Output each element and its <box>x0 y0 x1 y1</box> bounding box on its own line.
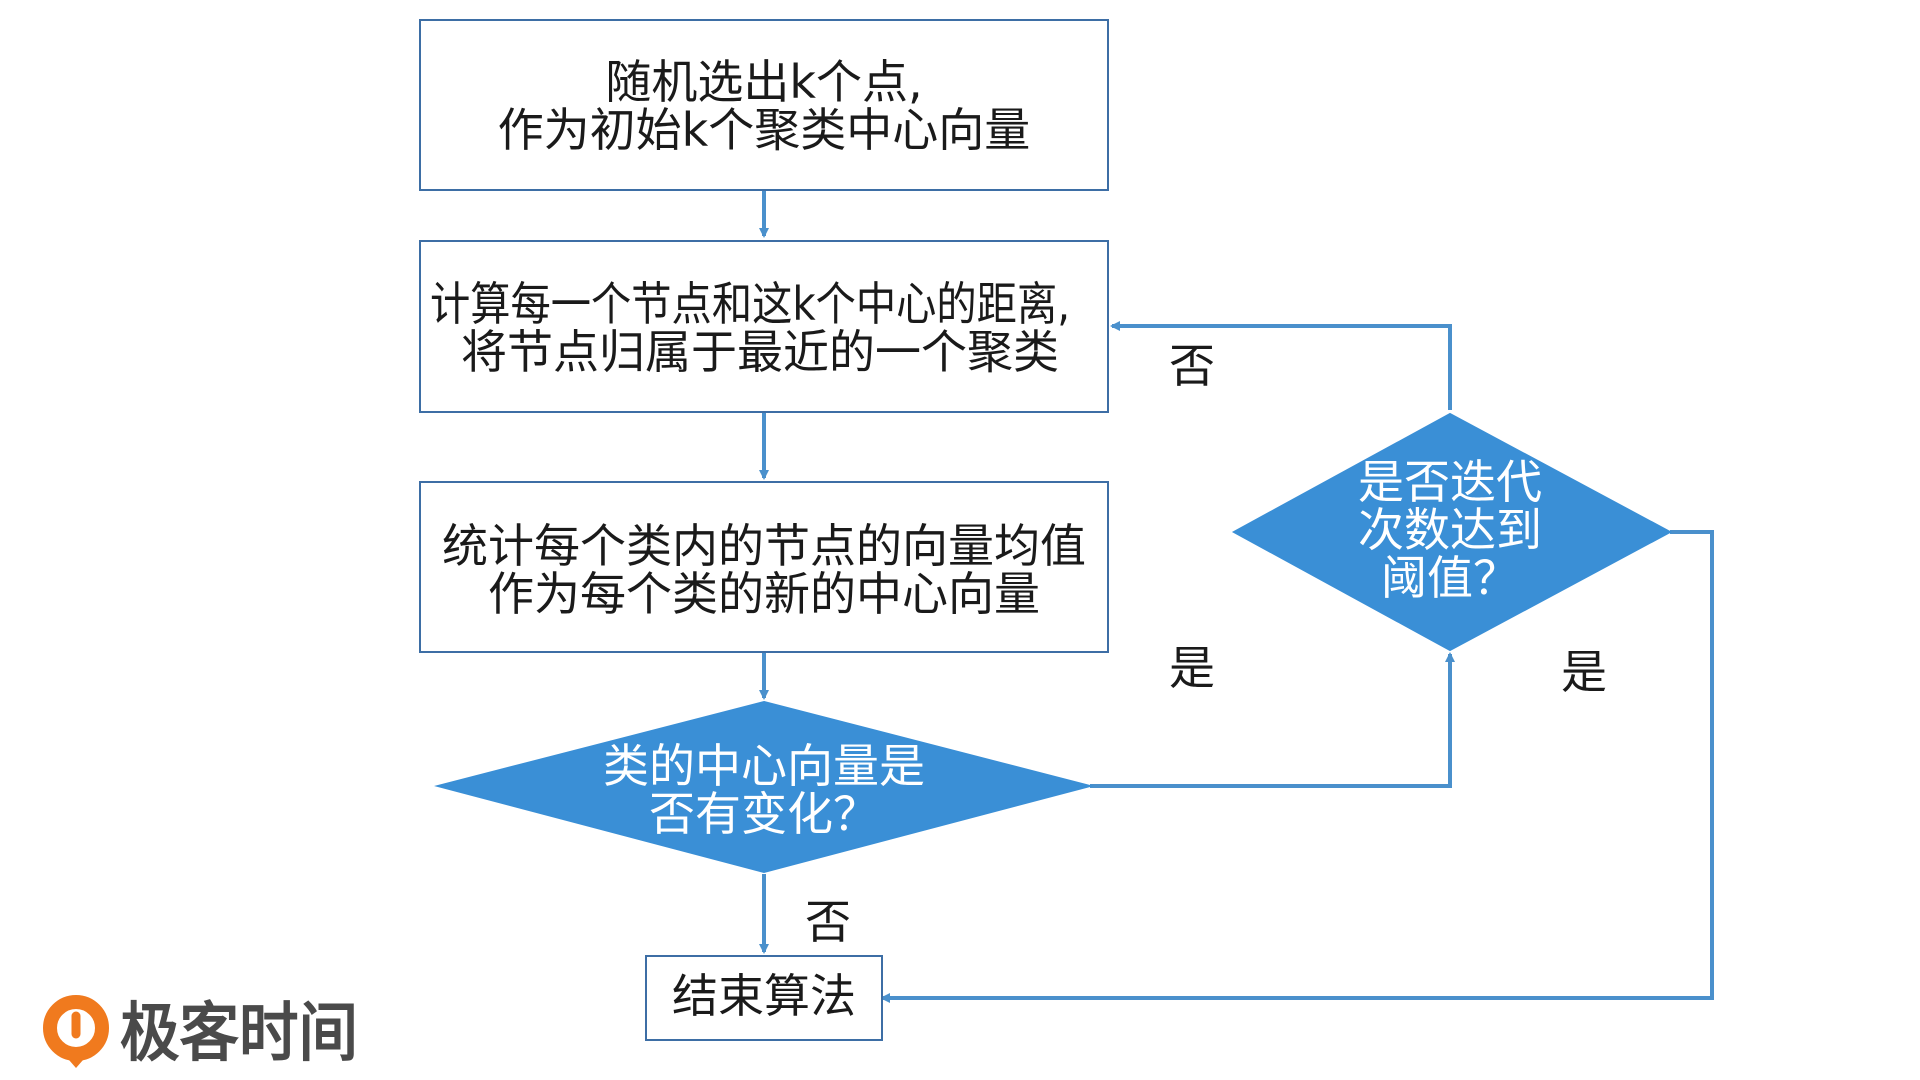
connectors <box>759 190 1714 1003</box>
node-threshold-line-3: 阈值？ <box>1381 551 1519 605</box>
edge-label-changed-yes: 是 <box>1169 641 1215 695</box>
edge-threshold-yes-to-end <box>880 530 1714 1003</box>
edge-threshold-no-to-assign <box>1110 321 1452 410</box>
edge-changed-yes-to-threshold <box>1090 652 1455 788</box>
node-end-box <box>645 955 883 1041</box>
node-assign-line-1: 计算每一个节点和这k个中心的距离, <box>430 277 1070 331</box>
node-threshold-line-1: 是否迭代 <box>1358 455 1542 509</box>
geektime-logo: 极客时间 <box>43 995 358 1071</box>
node-changed-line-2: 否有变化？ <box>649 787 879 841</box>
node-threshold-diamond <box>1231 412 1673 652</box>
node-update-line-1: 统计每个类内的节点的向量均值 <box>442 519 1086 573</box>
edge-label-threshold-yes: 是 <box>1561 645 1607 699</box>
geektime-logo-text: 极客时间 <box>120 997 358 1071</box>
node-changed: 类的中心向量是 否有变化？ <box>434 700 1094 874</box>
node-changed-diamond <box>434 700 1094 874</box>
node-end-line-1: 结束算法 <box>672 969 856 1023</box>
node-init: 随机选出k个点, 作为初始k个聚类中心向量 <box>419 19 1109 191</box>
node-init-line-1: 随机选出k个点, <box>605 55 922 109</box>
node-assign: 计算每一个节点和这k个中心的距离, 将节点归属于最近的一个聚类 <box>419 240 1109 413</box>
edge-label-threshold-no: 否 <box>1169 339 1215 393</box>
node-assign-box <box>419 240 1109 413</box>
node-threshold-line-2: 次数达到 <box>1358 503 1542 557</box>
node-assign-line-2: 将节点归属于最近的一个聚类 <box>461 325 1059 379</box>
edge-label-changed-no: 否 <box>805 895 851 949</box>
node-init-line-2: 作为初始k个聚类中心向量 <box>498 103 1031 157</box>
node-update: 统计每个类内的节点的向量均值 作为每个类的新的中心向量 <box>419 481 1109 653</box>
node-init-box <box>419 19 1109 191</box>
node-end: 结束算法 <box>645 955 883 1041</box>
node-update-line-2: 作为每个类的新的中心向量 <box>488 567 1040 621</box>
node-changed-line-1: 类的中心向量是 <box>603 739 925 793</box>
geektime-logo-icon <box>43 995 109 1068</box>
node-threshold: 是否迭代 次数达到 阈值？ <box>1231 412 1673 652</box>
node-update-box <box>419 481 1109 653</box>
